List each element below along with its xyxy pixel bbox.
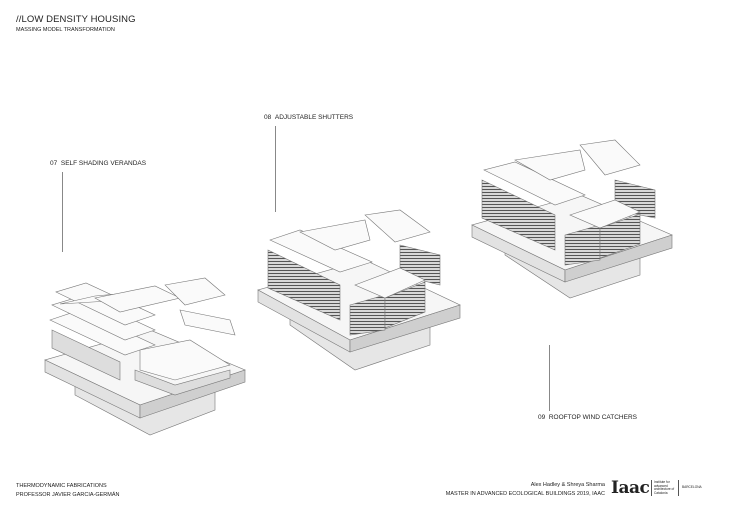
massing-model-09 <box>471 139 673 299</box>
logo-divider <box>678 480 679 496</box>
massing-model-08 <box>257 209 461 371</box>
stage-08-leader-line <box>275 126 276 212</box>
stage-07-leader-line <box>62 172 63 252</box>
logo-divider <box>651 480 652 496</box>
stage-08-label: 08 ADJUSTABLE SHUTTERS <box>264 114 354 121</box>
page-subtitle: MASSING MODEL TRANSFORMATION <box>16 27 115 33</box>
program: MASTER IN ADVANCED ECOLOGICAL BUILDINGS … <box>445 491 605 497</box>
authors: Alex Hadley & Shreya Sharma <box>530 482 605 488</box>
logo-city: BARCELONA <box>682 485 702 489</box>
stage-07-label: 07 SELF SHADING VERANDAS <box>50 160 147 167</box>
course-name: THERMODYNAMIC FABRICATIONS <box>16 483 107 489</box>
iaac-logo: Iaac <box>611 478 650 498</box>
professor-name: PROFESSOR JAVIER GARCIA-GERMÁN <box>16 492 120 498</box>
stage-09-label: 09 ROOFTOP WIND CATCHERS <box>538 414 637 421</box>
stage-09-leader-line <box>549 345 550 411</box>
page-title: //LOW DENSITY HOUSING <box>16 14 136 25</box>
logo-institute: Institute for advanced architecture of C… <box>654 480 675 495</box>
massing-model-07 <box>44 277 246 436</box>
